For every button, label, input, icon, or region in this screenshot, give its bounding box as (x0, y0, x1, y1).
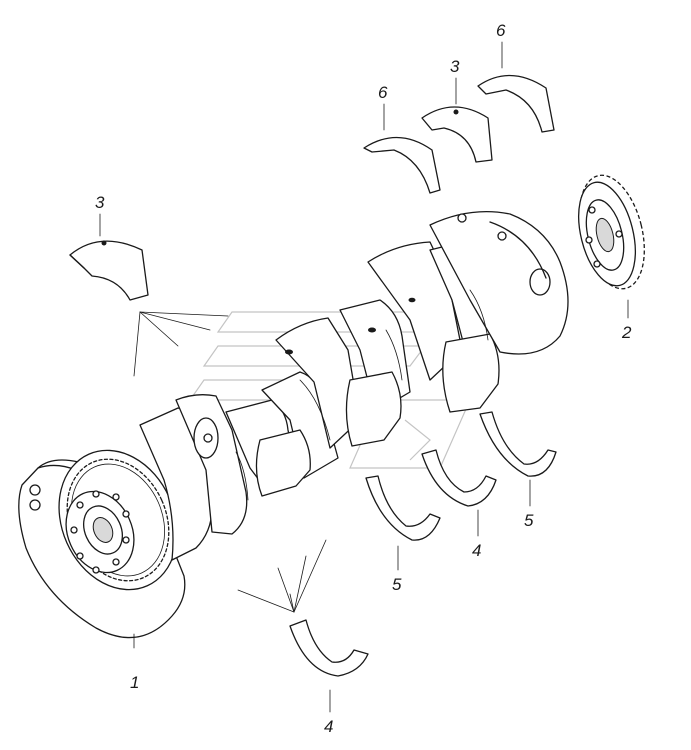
leader-lines (99, 41, 629, 713)
crankshaft (18, 210, 569, 639)
crankshaft-gear (578, 174, 645, 290)
callout-part-3-left: 3 (95, 193, 105, 212)
callout-part-2: 2 (621, 323, 632, 342)
thrust-washer-5-right (479, 411, 557, 477)
assembly-arrows (133, 311, 327, 613)
callout-part-6-left: 6 (378, 83, 388, 102)
bearing-shell-4-middle (421, 449, 497, 507)
callout-part-3-top: 3 (450, 57, 460, 76)
callout-part-1: 1 (130, 673, 139, 692)
callout-part-5-right: 5 (524, 511, 534, 530)
callout-labels: 1 2 3 3 4 4 5 5 6 6 (95, 21, 632, 736)
thrust-washer-6-right (477, 74, 555, 133)
callout-part-5-lower: 5 (392, 575, 402, 594)
bearing-shell-4-bottom (289, 619, 369, 677)
callout-part-6-right: 6 (496, 21, 506, 40)
bearing-shell-3-top (421, 106, 493, 163)
callout-part-4-bottom: 4 (324, 717, 333, 736)
thrust-washer-6-left (363, 136, 441, 194)
callout-part-4-middle: 4 (472, 541, 481, 560)
bearing-shell-3-left (69, 240, 149, 301)
thrust-washer-5-lower (365, 475, 441, 541)
